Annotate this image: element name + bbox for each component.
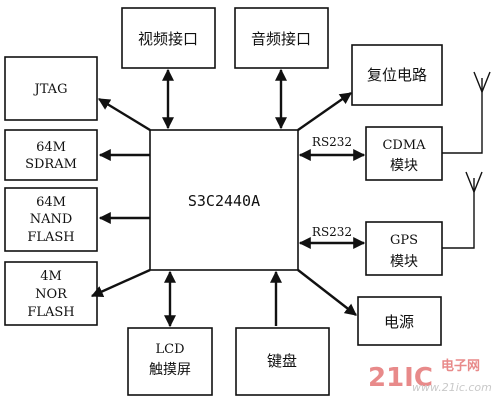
jtag-label: JTAG [33, 82, 68, 97]
gps-antenna-icon [442, 171, 483, 249]
watermark-brand: 21IC [368, 363, 433, 393]
keyboard-block: 键盘 [235, 327, 330, 396]
nand-flash-block: 64M NAND FLASH [4, 187, 98, 252]
cdma-module-block: CDMA 模块 [365, 126, 443, 181]
lcd-label: LCD [155, 342, 184, 357]
power-link [297, 269, 357, 316]
nand-type-label: NAND [30, 212, 73, 227]
lcd-touchscreen-block: LCD 触摸屏 [127, 327, 213, 396]
power-label: 电源 [384, 313, 414, 331]
cpu-block: S3C2440A [149, 129, 299, 271]
sdram-type-label: SDRAM [25, 157, 77, 172]
jtag-link [97, 97, 151, 132]
sdram-block: 64M SDRAM [4, 129, 98, 181]
power-block: 电源 [357, 296, 442, 346]
watermark-url: www.21ic.com [412, 381, 492, 394]
nor-link [90, 268, 151, 298]
gps-rs232-label: RS232 [312, 225, 352, 239]
touchscreen-label: 触摸屏 [149, 362, 191, 378]
gps-label: GPS [390, 233, 418, 248]
nor-size-label: 4M [40, 269, 62, 284]
jtag-block: JTAG [4, 56, 98, 121]
video-interface-label: 视频接口 [138, 30, 198, 48]
cdma-module-label: 模块 [390, 158, 418, 174]
nor-flash-block: 4M NOR FLASH [4, 261, 98, 326]
audio-interface-block: 音频接口 [234, 7, 329, 69]
video-interface-block: 视频接口 [121, 7, 216, 69]
keyboard-label: 键盘 [267, 352, 297, 370]
cdma-rs232-label: RS232 [312, 135, 352, 149]
gps-module-block: GPS 模块 [365, 221, 443, 276]
connectors [90, 68, 366, 328]
reset-link [297, 92, 352, 131]
watermark: 21IC 电子网 www.21ic.com [368, 358, 492, 394]
cpu-label: S3C2440A [188, 192, 260, 210]
nor-type-label: NOR [35, 287, 68, 302]
audio-interface-label: 音频接口 [251, 30, 311, 48]
nor-flash-label: FLASH [27, 305, 74, 320]
cdma-label: CDMA [382, 138, 426, 153]
sdram-size-label: 64M [36, 140, 66, 155]
nand-size-label: 64M [36, 195, 66, 210]
cdma-antenna-icon [442, 71, 491, 154]
nand-flash-label: FLASH [27, 230, 74, 245]
gps-module-label: 模块 [390, 254, 418, 270]
reset-circuit-label: 复位电路 [367, 66, 427, 84]
reset-circuit-block: 复位电路 [351, 44, 443, 106]
watermark-cn: 电子网 [441, 358, 480, 374]
